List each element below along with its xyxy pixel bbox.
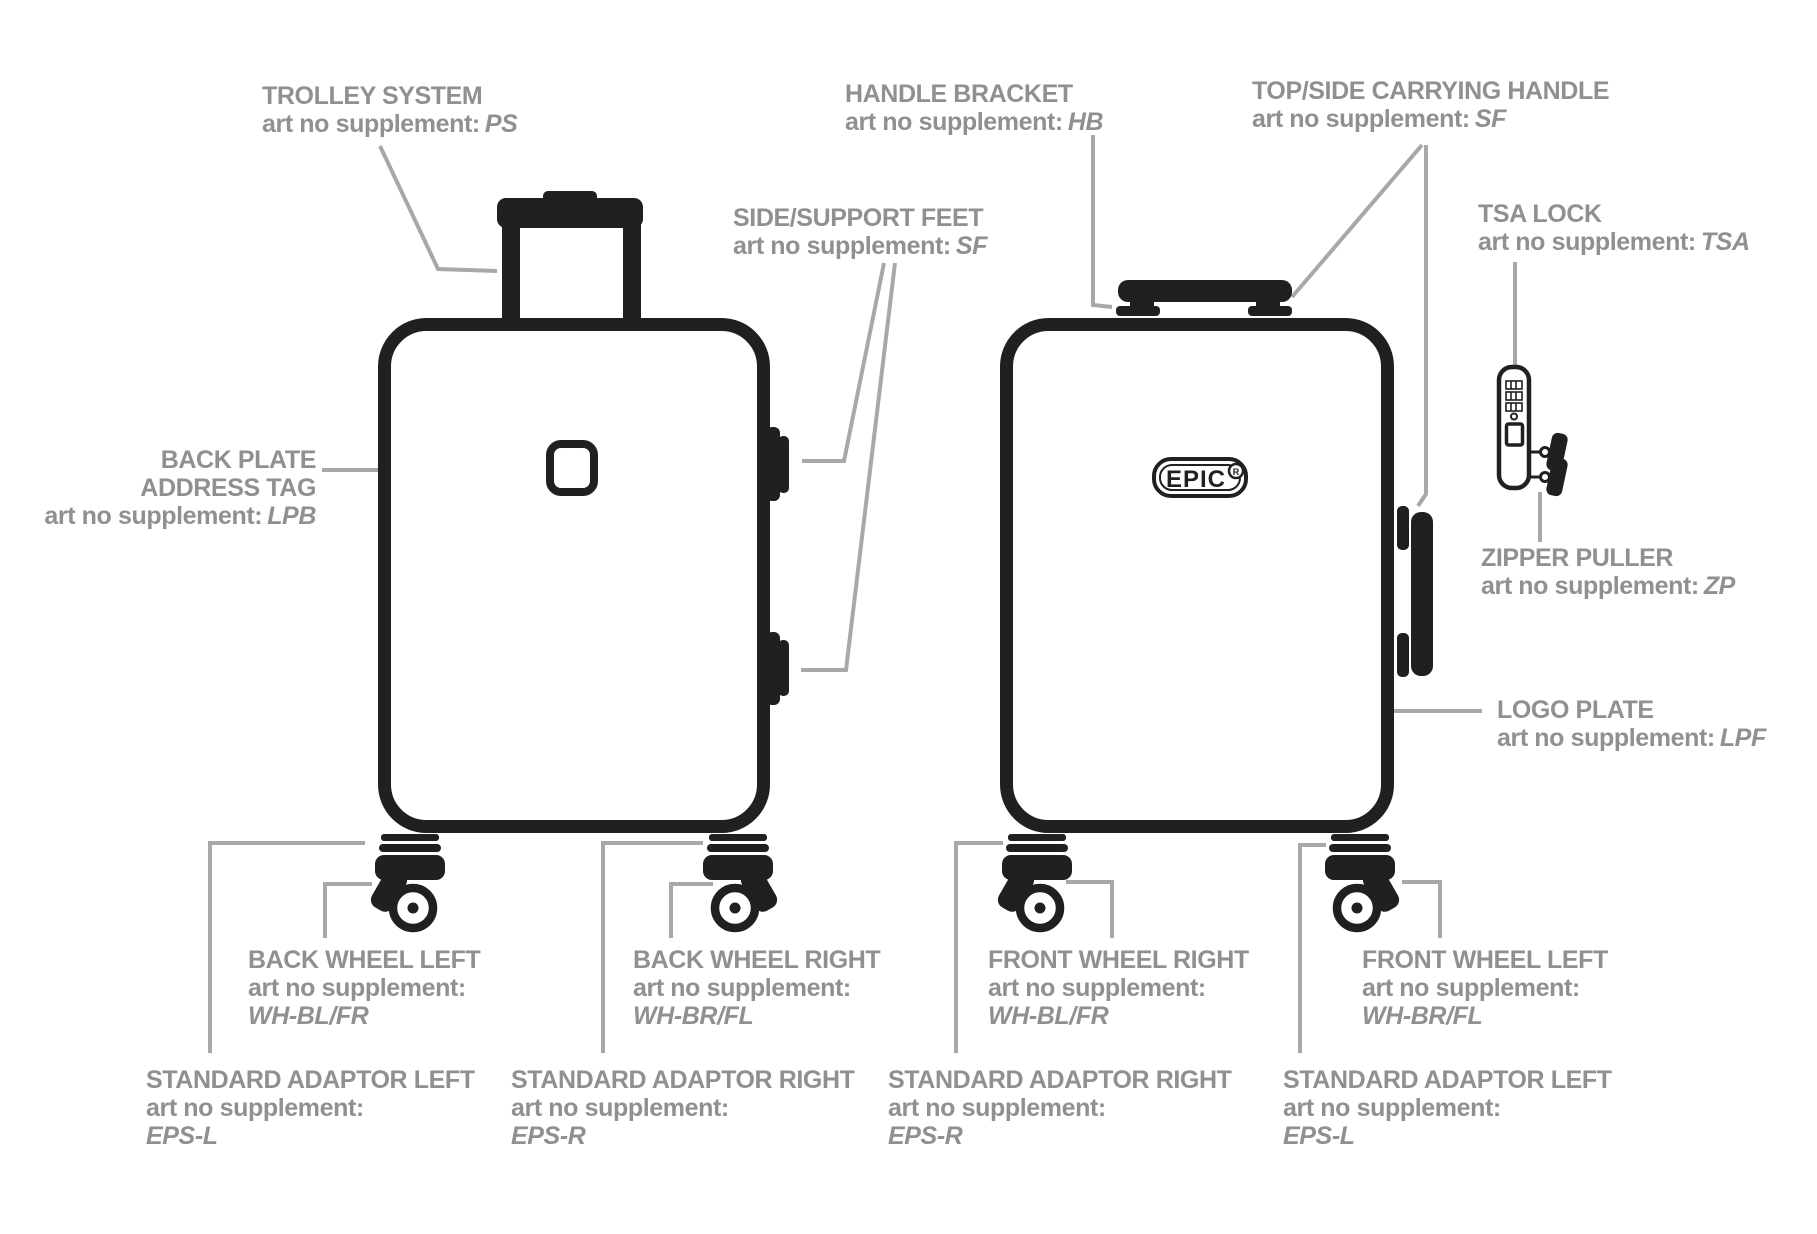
front-wheel-right-art: [995, 834, 1072, 928]
suitcase-front-view: EPIC R: [995, 280, 1433, 928]
leader-standard-adaptor-right-front: [954, 841, 1003, 1053]
top-carrying-handle: [1116, 280, 1292, 316]
leader-back-wheel-left: [323, 882, 372, 938]
leader-side-foot-bottom: [801, 262, 897, 672]
leader-standard-adaptor-left-front: [1298, 843, 1326, 1053]
side-support-foot-bottom: [766, 632, 789, 705]
label-back-wheel-left: BACK WHEEL LEFT art no supplement: WH-BL…: [248, 946, 481, 1030]
leader-trolley-system: [378, 145, 498, 273]
registered-mark: R: [1233, 467, 1240, 477]
leader-top-handle: [1290, 143, 1424, 299]
suitcase-back-shell: [378, 318, 770, 833]
leader-standard-adaptor-right-back: [601, 841, 703, 1053]
trolley-system: [497, 191, 643, 326]
label-front-wheel-left: FRONT WHEEL LEFT art no supplement: WH-B…: [1362, 946, 1608, 1030]
leader-side-handle: [1416, 145, 1428, 508]
leader-handle-bracket: [1091, 135, 1113, 309]
label-zipper-puller: ZIPPER PULLER art no supplement:ZP: [1481, 544, 1735, 600]
label-standard-adaptor-left-front: STANDARD ADAPTOR LEFT art no supplement:…: [1283, 1066, 1612, 1150]
tsa-lock-dials: [1505, 380, 1523, 412]
front-wheel-left-art: [1325, 834, 1402, 928]
leader-side-foot-top: [802, 262, 886, 463]
label-standard-adaptor-right-back: STANDARD ADAPTOR RIGHT art no supplement…: [511, 1066, 855, 1150]
back-wheel-right-art: [703, 834, 780, 928]
zipper-pullers-art: [1528, 432, 1568, 497]
label-back-wheel-right: BACK WHEEL RIGHT art no supplement: WH-B…: [633, 946, 881, 1030]
label-trolley-system: TROLLEY SYSTEM art no supplement:PS: [262, 82, 518, 138]
label-handle-bracket: HANDLE BRACKET art no supplement:HB: [845, 80, 1104, 136]
label-top-side-carrying-handle: TOP/SIDE CARRYING HANDLE art no suppleme…: [1252, 77, 1610, 133]
address-tag: [546, 440, 598, 496]
tsa-lock-reset-button: [1510, 412, 1518, 421]
suitcase-front-shell: [1000, 318, 1394, 833]
label-back-plate-address-tag: BACK PLATE ADDRESS TAG art no supplement…: [44, 446, 316, 530]
suitcase-back-view: [368, 191, 789, 928]
leader-standard-adaptor-left-back: [208, 841, 365, 1053]
side-support-foot-top: [766, 427, 789, 501]
leader-back-wheel-right: [669, 882, 713, 938]
label-tsa-lock: TSA LOCK art no supplement:TSA: [1478, 200, 1750, 256]
label-standard-adaptor-left-back: STANDARD ADAPTOR LEFT art no supplement:…: [146, 1066, 475, 1150]
epic-logo-plate: EPIC R: [1152, 457, 1248, 498]
back-wheel-left-art: [368, 834, 445, 928]
tsa-lock-art: [1496, 364, 1568, 497]
label-front-wheel-right: FRONT WHEEL RIGHT art no supplement: WH-…: [988, 946, 1249, 1030]
label-logo-plate: LOGO PLATE art no supplement:LPF: [1497, 696, 1766, 752]
tsa-lock-keyhole: [1504, 422, 1525, 447]
leader-front-wheel-left: [1402, 880, 1442, 938]
label-side-support-feet: SIDE/SUPPORT FEET art no supplement:SF: [733, 204, 987, 260]
leader-front-wheel-right: [1066, 880, 1114, 938]
side-carrying-handle: [1397, 506, 1433, 677]
label-standard-adaptor-right-front: STANDARD ADAPTOR RIGHT art no supplement…: [888, 1066, 1232, 1150]
brand-logo-text: EPIC: [1166, 466, 1226, 493]
